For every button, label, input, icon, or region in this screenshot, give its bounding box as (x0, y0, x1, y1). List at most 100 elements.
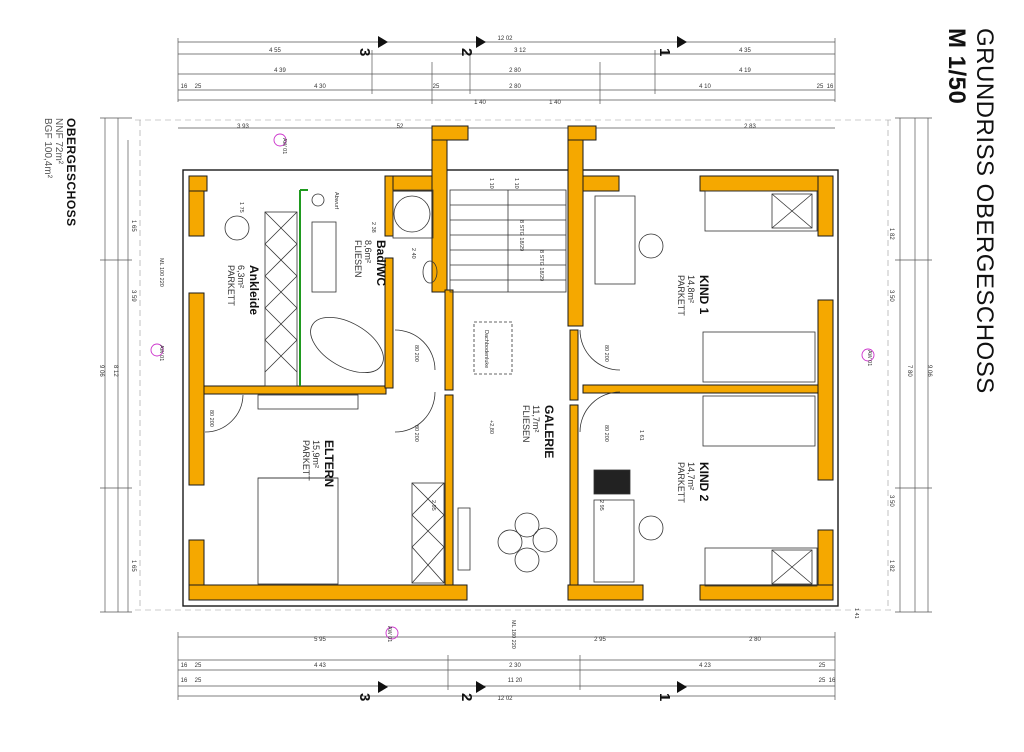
dim-top: 1 40 (474, 100, 486, 106)
dim-top: 52 (397, 124, 404, 130)
dim-bottom: 25 (195, 663, 202, 669)
dim-top: 2 83 (744, 124, 756, 130)
dim-bottom: 25 (195, 678, 202, 684)
dim-top: 4 55 (269, 48, 281, 54)
misc-label: 2 38 (370, 222, 376, 233)
dim-right: 9 06 (926, 365, 932, 377)
floor-bgf: BGF 100,4m² (42, 118, 53, 179)
misc-label: AW 01 (866, 350, 872, 366)
dim-right: 3 50 (888, 290, 894, 302)
misc-label: Abwurf (333, 192, 339, 210)
misc-label: 80 200 (603, 345, 609, 362)
walls (188, 125, 834, 601)
room-name-ankleide: Ankleide (247, 265, 261, 315)
dim-top: 4 10 (699, 84, 711, 90)
misc-label: +2,80 (488, 420, 494, 434)
dim-top: 16 (181, 84, 188, 90)
room-area-ankleide: 6,3m² (236, 265, 246, 288)
dim-right: 1 82 (888, 560, 894, 572)
plan-title: GRUNDRISS OBERGESCHOSS M 1/50 (942, 28, 998, 394)
misc-label: 2 40 (410, 248, 416, 259)
misc-label: AW 01 (158, 345, 164, 361)
dim-bottom: 5 95 (314, 637, 326, 643)
misc-label: ML 180 220 (510, 620, 516, 649)
misc-label: 8 STG 18/29 (518, 220, 524, 251)
dim-right: 1 82 (888, 228, 894, 240)
dim-bottom: 2 95 (594, 637, 606, 643)
dim-right: 7 80 (906, 365, 912, 377)
axis-label-2: 2 (458, 48, 475, 56)
misc-label: 80 200 (413, 425, 419, 442)
dim-bottom: 2 80 (749, 637, 761, 643)
misc-label: 80 200 (208, 410, 214, 427)
room-floor-kind1: PARKETT (676, 275, 686, 316)
dim-bottom: 4 23 (699, 663, 711, 669)
dim-top: 3 93 (237, 124, 249, 130)
room-area-bad: 8,6m² (363, 240, 373, 263)
axis-label-1: 1 (656, 693, 673, 701)
dim-bottom: 16 (829, 678, 836, 684)
dim-top: 25 (433, 84, 440, 90)
dim-left: 8 12 (112, 365, 118, 377)
axis-label-1: 1 (656, 48, 673, 56)
room-name-bad: Bad/WC (374, 240, 388, 286)
dim-top: 2 80 (509, 68, 521, 74)
door-swings (204, 329, 621, 433)
plan-scale: M 1/50 (943, 28, 970, 105)
room-area-eltern: 15,9m² (311, 440, 321, 468)
installation-wall (299, 189, 308, 386)
misc-label: AW 01 (386, 626, 392, 642)
dim-bottom: 25 (819, 678, 826, 684)
dim-top: 25 (195, 84, 202, 90)
floor-name: OBERGESCHOSS (64, 118, 78, 227)
room-area-kind1: 14,8m² (686, 275, 696, 303)
misc-label: 8 STG 18/29 (538, 250, 544, 281)
misc-label: 1 61 (638, 430, 644, 441)
misc-label: 2 95 (430, 500, 436, 511)
room-name-kind1: KIND 1 (697, 275, 711, 315)
dimension-lines (100, 38, 932, 700)
axis-label-2: 2 (458, 693, 475, 701)
dim-top: 16 (827, 84, 834, 90)
plan-title-line1: GRUNDRISS OBERGESCHOSS (971, 28, 998, 394)
furniture (224, 189, 818, 587)
misc-label: Dachbodenluke (483, 330, 489, 368)
floor-nnf: NNF 72m² (53, 118, 64, 165)
dim-left: 1 65 (130, 560, 136, 572)
dim-top: 4 39 (274, 68, 286, 74)
dim-top: 3 12 (514, 48, 526, 54)
dim-top: 1 40 (549, 100, 561, 106)
dim-top: 25 (817, 84, 824, 90)
misc-label: 1 10 (488, 178, 494, 189)
room-floor-eltern: PARKETT (301, 440, 311, 481)
dim-top: 12 02 (497, 36, 513, 42)
room-name-galerie: GALERIE (542, 405, 556, 458)
floor-summary: OBERGESCHOSS NNF 72m² BGF 100,4m² (42, 118, 78, 227)
dim-bottom: 2 30 (509, 663, 521, 669)
room-floor-ankleide: PARKETT (226, 265, 236, 306)
dim-top: 4 19 (739, 68, 751, 74)
dim-top: 4 30 (314, 84, 326, 90)
misc-label: 2 95 (598, 500, 604, 511)
building-outline (182, 169, 839, 607)
misc-label: 1 41 (853, 608, 859, 619)
dim-left: 1 65 (130, 220, 136, 232)
dim-top: 2 80 (509, 84, 521, 90)
dim-bottom: 25 (819, 663, 826, 669)
axis-label-3: 3 (356, 693, 373, 701)
aw-markers (150, 133, 875, 640)
room-area-galerie: 11,7m² (531, 405, 541, 432)
dim-right: 3 50 (888, 495, 894, 507)
misc-label: 80 200 (413, 345, 419, 362)
dim-left: 9 06 (98, 365, 104, 377)
room-name-kind2: KIND 2 (697, 462, 711, 502)
axis-markers (378, 36, 687, 693)
dim-bottom: 12 02 (497, 696, 513, 702)
axis-lines (135, 119, 895, 611)
dim-left: 3 59 (130, 290, 136, 302)
dim-bottom: 16 (181, 663, 188, 669)
room-floor-kind2: PARKETT (676, 462, 686, 503)
